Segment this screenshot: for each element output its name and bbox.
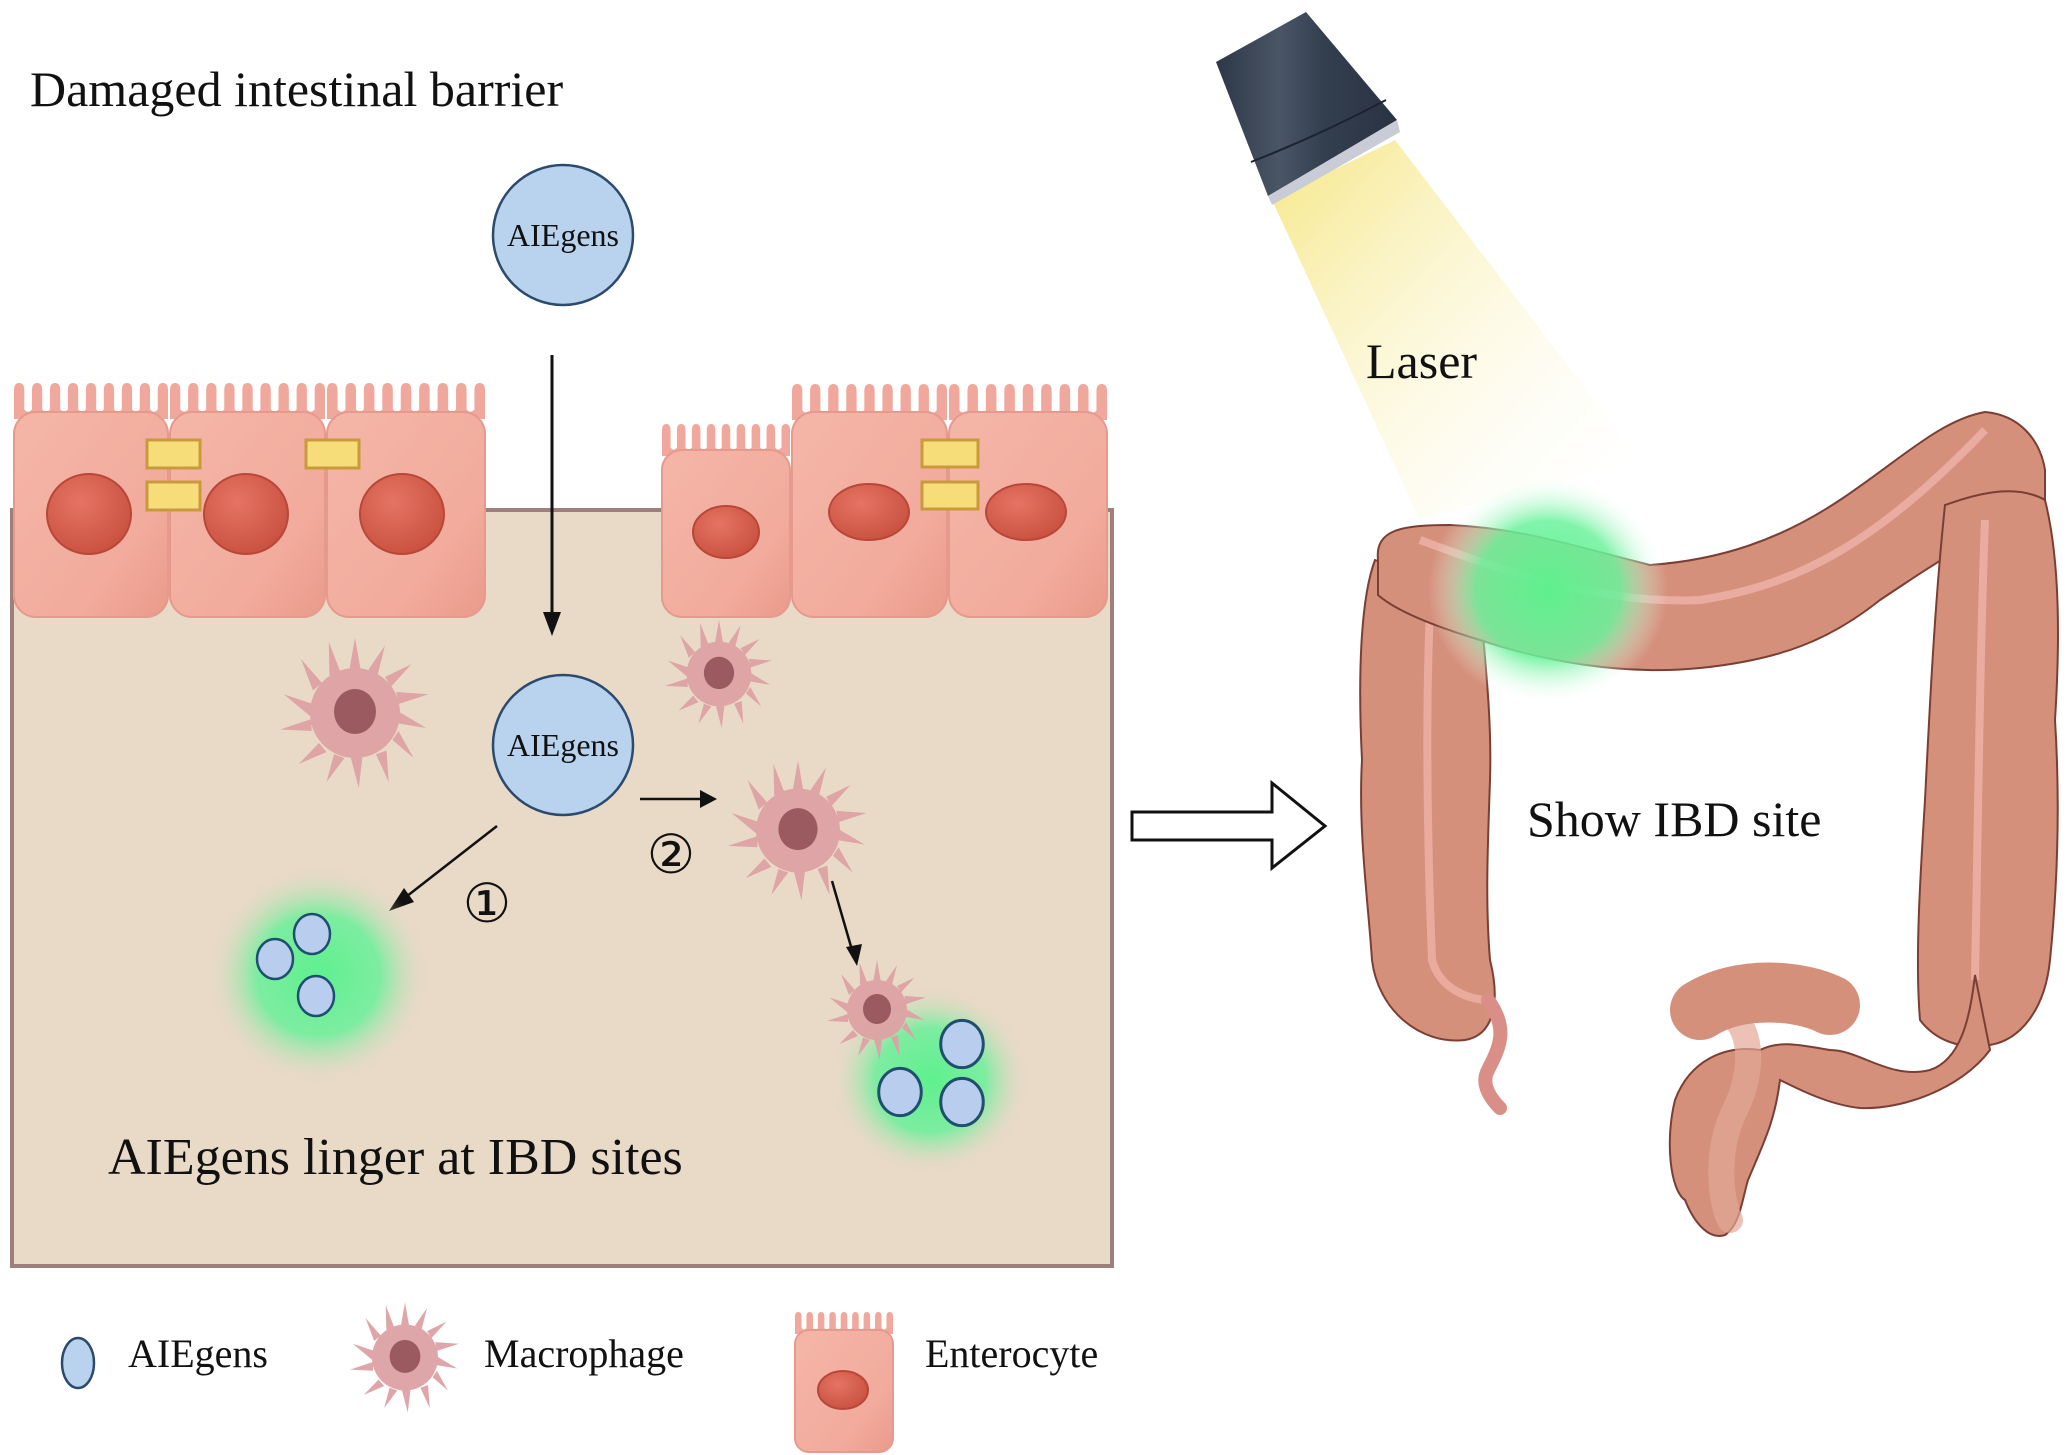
- enterocyte-cell: [948, 384, 1108, 618]
- tight-junction: [920, 438, 980, 469]
- enterocyte-cell: [169, 383, 326, 618]
- cell-nucleus: [203, 473, 289, 555]
- laser-label: Laser: [1366, 333, 1478, 389]
- fluorescent-cluster-1: [206, 865, 430, 1085]
- entry-arrow: [543, 355, 561, 636]
- legend-label-enterocyte: Enterocyte: [925, 1331, 1099, 1376]
- cell-nucleus: [985, 483, 1067, 541]
- figure-caption: AIEgens linger at IBD sites: [108, 1129, 683, 1186]
- result-label: Show IBD site: [1527, 791, 1822, 847]
- aiegens-particle-top: AIEgens: [491, 163, 635, 307]
- laser-beam: [1272, 140, 1640, 520]
- pathway-2-arrow: [640, 790, 717, 808]
- cell-nucleus: [46, 473, 132, 555]
- enterocyte-cell: [13, 383, 169, 618]
- cell-nucleus: [359, 473, 445, 555]
- aiegens-particle-center: AIEgens: [491, 673, 635, 817]
- transition-arrow: [1130, 779, 1328, 872]
- laser-device-icon: [1216, 12, 1400, 205]
- tight-junction: [304, 438, 361, 470]
- enterocyte-cell: [326, 383, 486, 618]
- tight-junction: [145, 480, 202, 512]
- tight-junction: [145, 438, 202, 470]
- fluorescent-cluster-2: [827, 960, 1030, 1175]
- aiegens-particle-icon: [60, 1336, 96, 1390]
- tight-junction: [920, 480, 980, 511]
- enterocyte-group-right: [661, 384, 1108, 618]
- enterocyte-icon: [794, 1312, 894, 1453]
- aiegens-label-center: AIEgens: [507, 727, 619, 763]
- fluorescence-spot: [1428, 475, 1668, 705]
- macrophage-icon: [350, 1302, 459, 1413]
- aiegens-label-top: AIEgens: [507, 217, 619, 253]
- enterocyte-group-left: [13, 383, 486, 618]
- legend: AIEgens Macrophage Enterocyte: [0, 1280, 1200, 1453]
- pathway-2-label: ②: [647, 823, 695, 886]
- legend-label-macrophage: Macrophage: [484, 1331, 684, 1376]
- cell-nucleus: [692, 505, 760, 559]
- figure-title: Damaged intestinal barrier: [30, 61, 564, 117]
- legend-label-aiegens: AIEgens: [128, 1331, 268, 1376]
- cell-nucleus: [828, 483, 910, 541]
- enterocyte-cell: [791, 384, 948, 618]
- macrophage-arrow: [830, 880, 862, 966]
- pathway-1-label: ①: [463, 872, 511, 935]
- enterocyte-cell: [661, 424, 791, 618]
